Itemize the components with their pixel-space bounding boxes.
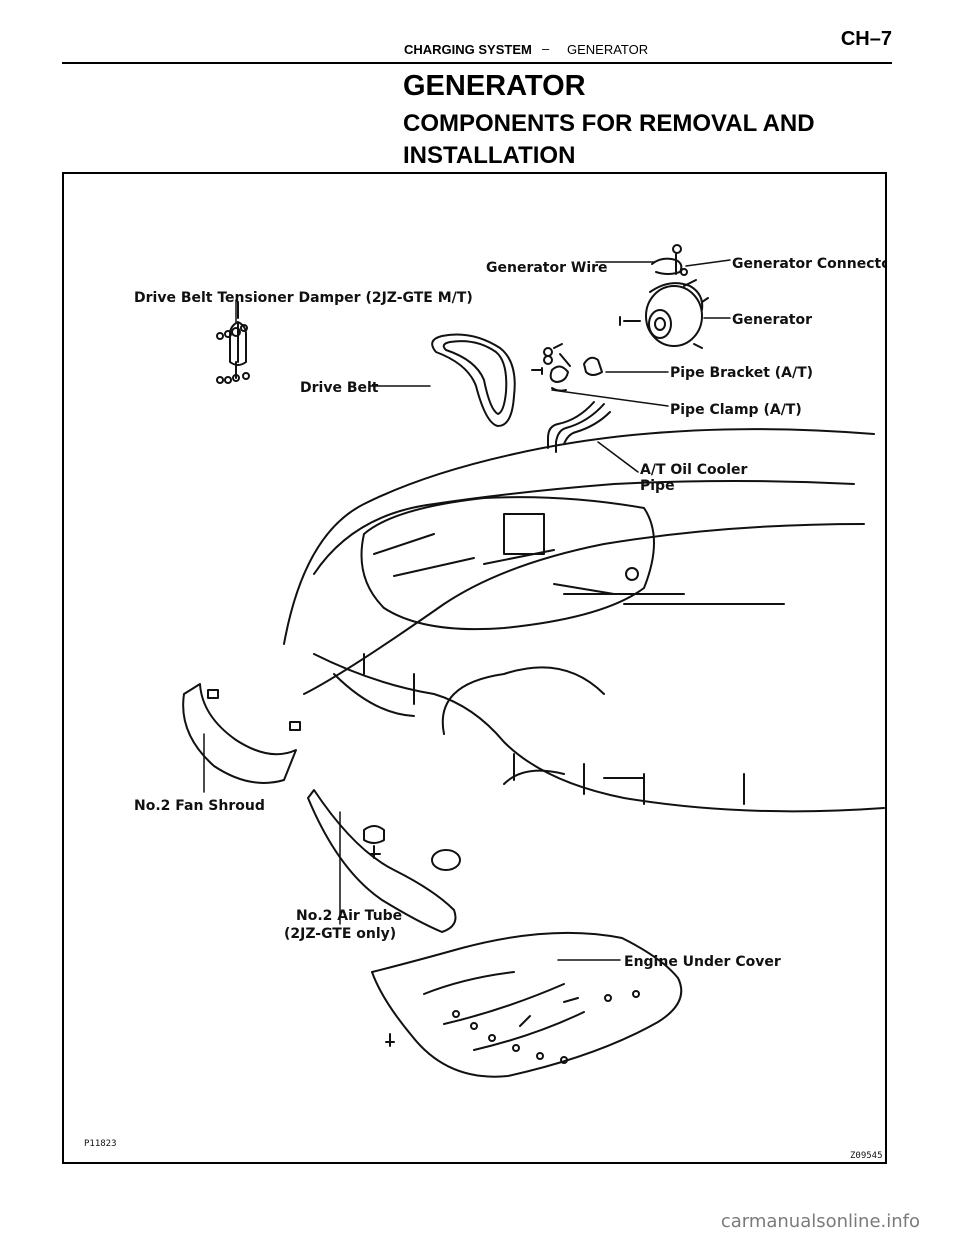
figure-code: P11823 bbox=[84, 1139, 117, 1149]
label-oil-cooler-pipe-line1: A/T Oil Cooler bbox=[640, 462, 748, 478]
engine-under-cover-drawing bbox=[371, 931, 683, 1078]
label-no2-air-tube-line1: No.2 Air Tube bbox=[296, 908, 402, 924]
label-generator: Generator bbox=[732, 312, 812, 328]
page-subtitle: COMPONENTS FOR REMOVAL AND INSTALLATION bbox=[403, 110, 815, 169]
drive-belt-drawing bbox=[431, 333, 516, 427]
vehicle-front-drawing bbox=[283, 428, 885, 813]
tensioner-damper-drawing bbox=[216, 301, 250, 384]
header-separator: – bbox=[542, 41, 550, 56]
label-pipe-clamp: Pipe Clamp (A/T) bbox=[670, 402, 802, 418]
label-pipe-bracket: Pipe Bracket (A/T) bbox=[670, 365, 813, 381]
fan-shroud-drawing bbox=[182, 683, 301, 784]
leader-lines bbox=[203, 259, 731, 961]
label-engine-under-cover: Engine Under Cover bbox=[624, 954, 781, 970]
oil-cooler-pipe-drawing bbox=[547, 401, 611, 453]
label-drive-belt-tensioner-damper: Drive Belt Tensioner Damper (2JZ-GTE M/T… bbox=[134, 290, 473, 306]
air-tube-drawing bbox=[307, 789, 461, 933]
page-header: CHARGING SYSTEM – GENERATOR CH–7 bbox=[62, 0, 892, 64]
label-no2-fan-shroud: No.2 Fan Shroud bbox=[134, 798, 265, 814]
page-title: GENERATOR bbox=[403, 70, 586, 102]
header-section: CHARGING SYSTEM bbox=[404, 42, 532, 57]
components-diagram: Generator Wire Generator Connector Drive… bbox=[84, 244, 885, 1161]
label-generator-connector: Generator Connector bbox=[732, 256, 885, 272]
corner-code: Z09545 bbox=[850, 1151, 883, 1161]
page-number: CH–7 bbox=[840, 28, 892, 50]
watermark: carmanualsonline.info bbox=[720, 1211, 920, 1232]
label-oil-cooler-pipe-line2: Pipe bbox=[640, 478, 675, 494]
label-drive-belt: Drive Belt bbox=[300, 380, 379, 396]
generator-connector-drawing bbox=[651, 244, 688, 276]
label-generator-wire: Generator Wire bbox=[486, 260, 608, 276]
pipe-bracket-drawing bbox=[531, 343, 603, 392]
figure-frame: Generator Wire Generator Connector Drive… bbox=[62, 172, 887, 1164]
label-no2-air-tube-line2: (2JZ-GTE only) bbox=[284, 926, 396, 942]
header-topic: GENERATOR bbox=[567, 42, 649, 57]
generator-drawing bbox=[619, 279, 709, 349]
